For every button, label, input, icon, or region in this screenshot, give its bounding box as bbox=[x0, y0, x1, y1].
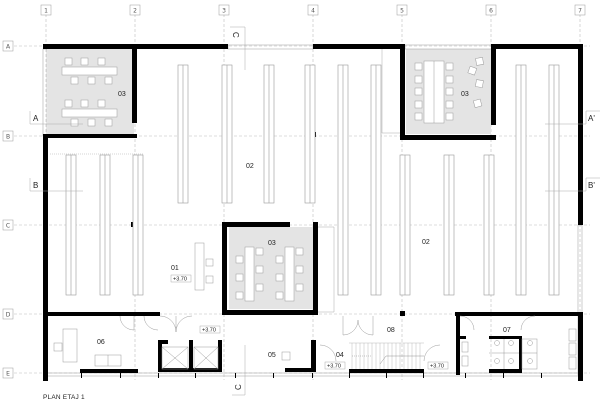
svg-text:C: C bbox=[231, 32, 240, 38]
drawing-title: PLAN ETAJ 1 bbox=[43, 394, 85, 401]
elevators bbox=[161, 346, 219, 370]
axis-marker-col-4: 4 bbox=[307, 4, 319, 16]
room-label-03-top-right: 03 bbox=[461, 91, 469, 98]
svg-text:4: 4 bbox=[311, 8, 315, 15]
level-tag-corridor: +3.70 bbox=[199, 325, 221, 334]
level-tags: +3.70 +3.70 +3.70 +3.70 bbox=[170, 274, 449, 370]
svg-text:+3.70: +3.70 bbox=[173, 277, 187, 283]
axis-marker-col-3: 3 bbox=[218, 4, 230, 16]
room-label-02-right: 02 bbox=[422, 239, 430, 246]
furniture-reading-desk bbox=[194, 242, 214, 291]
furniture-room-03-top-left bbox=[61, 57, 118, 127]
room-label-03-center: 03 bbox=[268, 240, 276, 247]
axis-marker-col-7: 7 bbox=[574, 4, 586, 16]
svg-text:A: A bbox=[33, 114, 39, 123]
furniture-office-06 bbox=[53, 328, 291, 367]
axis-marker-col-1: 1 bbox=[40, 4, 52, 16]
axis-marker-col-6: 6 bbox=[485, 4, 497, 16]
axis-marker-row-d: D bbox=[2, 308, 14, 320]
section-marker-b-prime: B' bbox=[545, 177, 600, 192]
svg-text:1: 1 bbox=[44, 8, 48, 15]
furniture-room-03-top-right bbox=[414, 57, 484, 124]
room-labels: 03 03 02 02 03 01 06 05 04 08 07 bbox=[97, 91, 511, 359]
svg-text:3: 3 bbox=[222, 8, 226, 15]
svg-text:A': A' bbox=[588, 114, 595, 123]
axis-marker-row-b: B bbox=[2, 130, 14, 142]
walls bbox=[43, 44, 583, 381]
void-outline-center bbox=[318, 226, 335, 313]
svg-text:B': B' bbox=[588, 181, 595, 190]
svg-text:6: 6 bbox=[489, 8, 493, 15]
furniture-room-03-center bbox=[235, 246, 304, 302]
room-label-04: 04 bbox=[336, 352, 344, 359]
wc-fixtures bbox=[461, 328, 577, 370]
bookshelves bbox=[65, 64, 560, 296]
stair bbox=[349, 342, 424, 369]
level-tag-stair-right: +3.70 bbox=[427, 361, 449, 370]
svg-text:E: E bbox=[6, 371, 10, 378]
level-tag-04: +3.70 bbox=[324, 361, 346, 370]
axis-marker-row-e: E bbox=[2, 367, 14, 379]
axis-marker-row-a: A bbox=[2, 40, 14, 52]
axis-marker-col-2: 2 bbox=[129, 4, 141, 16]
room-label-05: 05 bbox=[268, 352, 276, 359]
svg-text:+3.70: +3.70 bbox=[327, 364, 341, 370]
room-label-02-center: 02 bbox=[246, 163, 254, 170]
svg-text:A: A bbox=[6, 44, 11, 51]
level-tag-01: +3.70 bbox=[170, 274, 192, 283]
svg-text:2: 2 bbox=[133, 8, 137, 15]
row-axis-markers: A B C D E bbox=[2, 40, 14, 379]
room-label-06: 06 bbox=[97, 339, 105, 346]
svg-text:+3.70: +3.70 bbox=[202, 328, 216, 334]
svg-text:7: 7 bbox=[578, 8, 582, 15]
section-marker-a: A bbox=[29, 111, 83, 125]
room-label-07: 07 bbox=[503, 327, 511, 334]
section-markers: A A' B B' C C bbox=[29, 26, 600, 396]
svg-text:D: D bbox=[6, 312, 11, 319]
axis-marker-row-c: C bbox=[2, 219, 14, 231]
room-label-08: 08 bbox=[387, 327, 395, 334]
svg-text:B: B bbox=[6, 134, 10, 141]
axis-marker-col-5: 5 bbox=[396, 4, 408, 16]
doors bbox=[119, 315, 536, 362]
section-marker-c-bottom: C bbox=[232, 345, 246, 396]
svg-text:C: C bbox=[6, 223, 10, 230]
svg-text:B: B bbox=[33, 181, 38, 190]
section-marker-b: B bbox=[29, 178, 83, 192]
room-label-03-top-left: 03 bbox=[118, 91, 126, 98]
section-marker-c-top: C bbox=[230, 26, 246, 70]
void-outline-top bbox=[381, 49, 400, 134]
svg-text:+3.70: +3.70 bbox=[430, 364, 444, 370]
column-axis-markers: 1 2 3 4 5 6 7 bbox=[40, 4, 586, 16]
svg-text:5: 5 bbox=[400, 8, 404, 15]
svg-text:C: C bbox=[234, 384, 243, 390]
room-label-01: 01 bbox=[171, 265, 179, 272]
section-marker-a-prime: A' bbox=[545, 110, 600, 125]
